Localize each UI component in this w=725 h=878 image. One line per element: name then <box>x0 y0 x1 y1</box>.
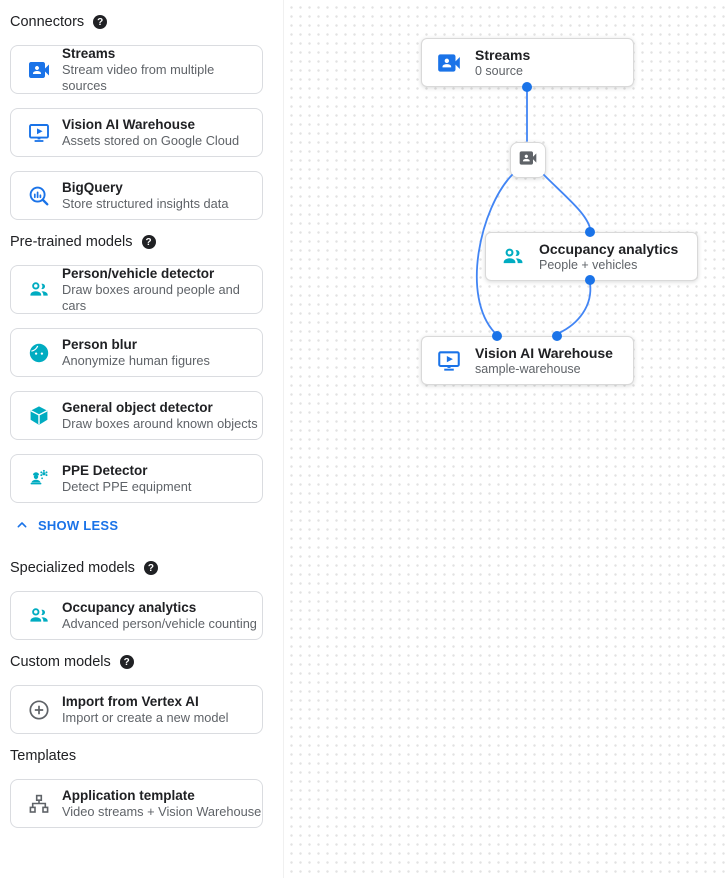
help-icon[interactable] <box>93 15 108 29</box>
card-subtitle: Advanced person/vehicle counting <box>62 616 257 631</box>
card-subtitle: Assets stored on Google Cloud <box>62 133 240 148</box>
section-title-label: Connectors <box>10 14 85 30</box>
section-header-custom-models: Custom models <box>10 654 263 670</box>
card-subtitle: Detect PPE equipment <box>62 479 192 494</box>
card-text: Application template Video streams + Vis… <box>62 787 261 820</box>
section-header-pretrained-models: Pre-trained models <box>10 234 263 250</box>
component-sidebar: Connectors Streams Stream video from mul… <box>0 0 284 878</box>
help-icon[interactable] <box>143 561 158 575</box>
card-import-from-vertex-ai[interactable]: Import from Vertex AI Import or create a… <box>10 685 263 734</box>
node-subtitle: 0 source <box>475 64 523 78</box>
face-icon <box>27 341 51 365</box>
section-title-label: Pre-trained models <box>10 234 133 250</box>
card-occupancy-analytics[interactable]: Occupancy analytics Advanced person/vehi… <box>10 591 263 640</box>
card-text: PPE Detector Detect PPE equipment <box>62 462 191 495</box>
people-group-icon <box>27 278 51 302</box>
node-stream-junction[interactable] <box>510 142 546 178</box>
help-icon[interactable] <box>119 655 134 669</box>
card-bigquery[interactable]: BigQuery Store structured insights data <box>10 171 263 220</box>
card-text: Vision AI Warehouse Assets stored on Goo… <box>62 116 239 149</box>
graph-edges <box>475 82 595 341</box>
section-header-connectors: Connectors <box>10 14 263 30</box>
person-gear-icon <box>27 467 51 491</box>
card-subtitle: Draw boxes around people and cars <box>62 282 240 313</box>
card-text: Person/vehicle detector Draw boxes aroun… <box>62 265 262 314</box>
people-group-icon <box>27 604 51 628</box>
card-subtitle: Anonymize human figures <box>62 353 210 368</box>
show-less-button[interactable]: SHOW LESS <box>14 517 263 533</box>
tree-schema-icon <box>27 792 51 816</box>
node-occupancy-analytics[interactable]: Occupancy analytics People + vehicles <box>485 232 698 281</box>
card-subtitle: Import or create a new model <box>62 710 229 725</box>
section-title-label: Specialized models <box>10 560 135 576</box>
card-text: Person blur Anonymize human figures <box>62 336 210 369</box>
video-camera-icon <box>27 58 51 82</box>
card-text: General object detector Draw boxes aroun… <box>62 399 258 432</box>
node-text: Vision AI Warehouse sample-warehouse <box>475 344 613 377</box>
node-title: Occupancy analytics <box>539 241 679 257</box>
card-text: Import from Vertex AI Import or create a… <box>62 693 228 726</box>
node-title: Vision AI Warehouse <box>475 345 613 361</box>
plus-circle-icon <box>27 698 51 722</box>
card-title: Streams <box>62 46 116 61</box>
node-text: Occupancy analytics People + vehicles <box>539 240 678 273</box>
card-title: BigQuery <box>62 180 123 195</box>
chevron-up-icon <box>14 517 30 533</box>
card-subtitle: Stream video from multiple sources <box>62 62 215 93</box>
node-streams[interactable]: Streams 0 source <box>421 38 634 87</box>
card-subtitle: Store structured insights data <box>62 196 229 211</box>
pipeline-canvas[interactable]: Streams 0 source Occupancy analytics Peo… <box>284 0 725 878</box>
cube-icon <box>27 404 51 428</box>
help-icon[interactable] <box>141 235 156 249</box>
smart-display-icon <box>27 121 51 145</box>
card-subtitle: Video streams + Vision Warehouse <box>62 804 262 819</box>
people-group-icon <box>500 244 526 270</box>
edge-junction-to-occupancy <box>543 174 591 229</box>
smart-display-icon <box>436 348 462 374</box>
card-text: Streams Stream video from multiple sourc… <box>62 45 262 94</box>
card-vision-ai-warehouse[interactable]: Vision AI Warehouse Assets stored on Goo… <box>10 108 263 157</box>
card-application-template[interactable]: Application template Video streams + Vis… <box>10 779 263 828</box>
node-text: Streams 0 source <box>475 46 530 79</box>
bigquery-icon <box>27 184 51 208</box>
card-text: BigQuery Store structured insights data <box>62 179 228 212</box>
card-ppe-detector[interactable]: PPE Detector Detect PPE equipment <box>10 454 263 503</box>
node-subtitle: sample-warehouse <box>475 362 581 376</box>
section-header-templates: Templates <box>10 748 263 764</box>
card-title: Vision AI Warehouse <box>62 117 196 132</box>
card-person-vehicle-detector[interactable]: Person/vehicle detector Draw boxes aroun… <box>10 265 263 314</box>
node-subtitle: People + vehicles <box>539 258 638 272</box>
section-title-label: Templates <box>10 748 77 764</box>
section-header-specialized-models: Specialized models <box>10 560 263 576</box>
card-title: General object detector <box>62 400 213 415</box>
card-title: Application template <box>62 788 195 803</box>
card-person-blur[interactable]: Person blur Anonymize human figures <box>10 328 263 377</box>
node-title: Streams <box>475 47 531 63</box>
video-camera-icon <box>436 50 462 76</box>
video-camera-icon <box>518 148 538 173</box>
card-general-object-detector[interactable]: General object detector Draw boxes aroun… <box>10 391 263 440</box>
edge-occupancy-to-warehouse <box>558 282 592 334</box>
card-title: Import from Vertex AI <box>62 694 199 709</box>
card-subtitle: Draw boxes around known objects <box>62 416 258 431</box>
card-streams[interactable]: Streams Stream video from multiple sourc… <box>10 45 263 94</box>
card-title: Occupancy analytics <box>62 600 197 615</box>
node-vision-ai-warehouse[interactable]: Vision AI Warehouse sample-warehouse <box>421 336 634 385</box>
card-title: Person/vehicle detector <box>62 266 215 281</box>
card-title: Person blur <box>62 337 138 352</box>
card-text: Occupancy analytics Advanced person/vehi… <box>62 599 257 632</box>
section-title-label: Custom models <box>10 654 111 670</box>
card-title: PPE Detector <box>62 463 148 478</box>
show-less-label: SHOW LESS <box>38 517 119 533</box>
